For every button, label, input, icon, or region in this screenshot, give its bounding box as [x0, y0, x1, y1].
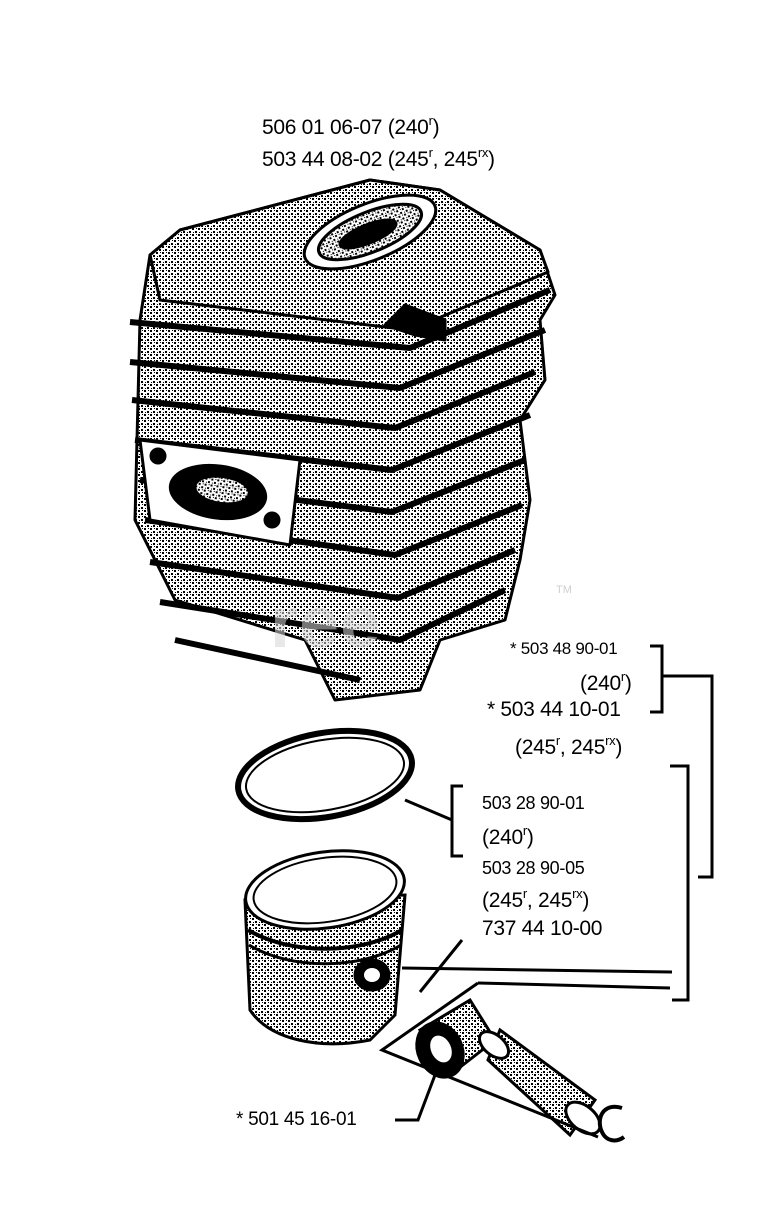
cylinder-part-number-245: 503 44 08-02 (245r, 245rx) — [262, 145, 495, 171]
cylinder-part-number-240: 506 01 06-07 (240r) — [262, 113, 440, 139]
cylinder-drawing — [129, 178, 557, 702]
kit-model-245: (245r, 245rx) — [515, 733, 623, 759]
leader-lines — [378, 644, 714, 1139]
piston-part-number-245: 503 28 90-05 — [482, 858, 585, 878]
piston-model-245: (245r, 245rx) — [482, 886, 590, 912]
piston-ring-drawing — [235, 727, 415, 823]
piston-pin-drawing — [477, 1027, 602, 1138]
piston-drawing — [243, 849, 407, 1046]
bearing-part-number: * 501 45 16-01 — [236, 1109, 357, 1130]
trademark-mark: TM — [556, 584, 572, 596]
watermark: ree — [270, 583, 382, 663]
piston-part-number-240: 503 28 90-01 — [482, 793, 585, 813]
ring-part-number: 737 44 10-00 — [482, 917, 603, 940]
kit-model-240: (240r) — [580, 669, 632, 695]
kit-part-number-245: * 503 44 10-01 — [487, 698, 621, 721]
piston-model-240: (240r) — [482, 823, 534, 849]
circlip-drawing — [597, 1104, 626, 1143]
kit-part-number-240: * 503 48 90-01 — [510, 639, 618, 658]
